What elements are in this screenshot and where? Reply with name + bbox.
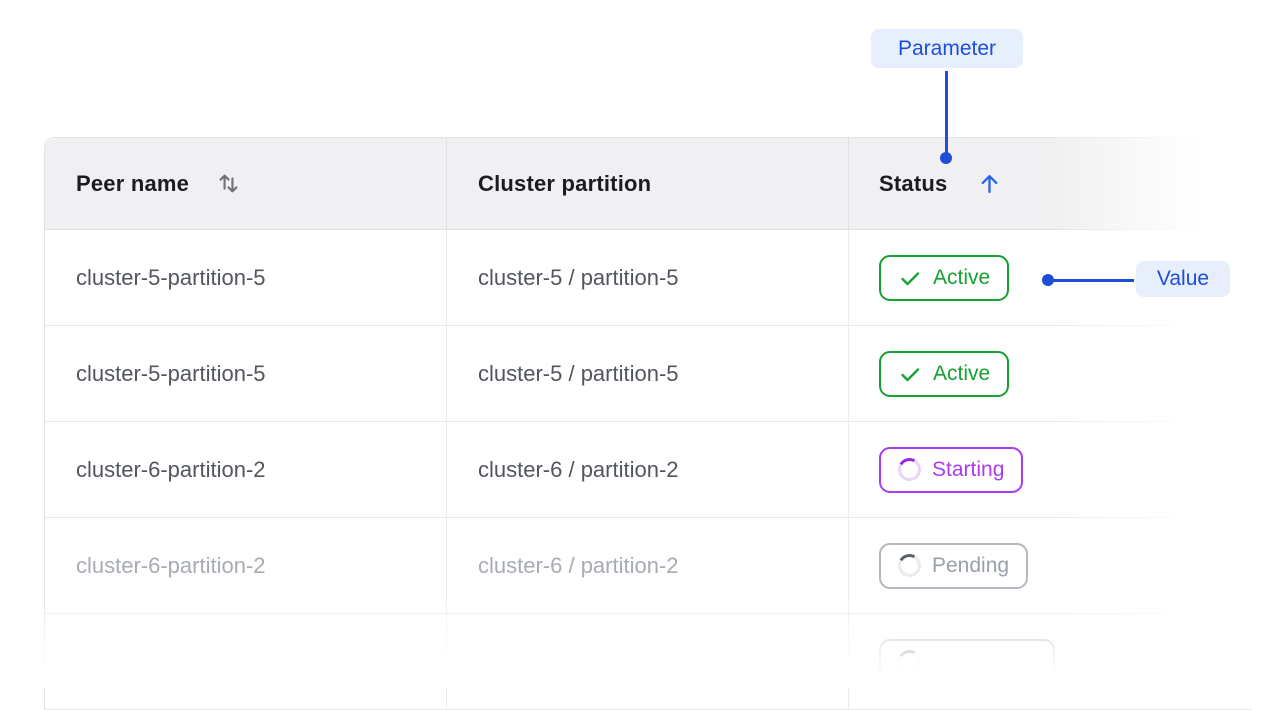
cell-peer-name: cluster-6-partition-2 (45, 422, 447, 518)
table-row (45, 614, 1252, 710)
cell-cluster-partition: cluster-5 / partition-5 (447, 326, 849, 422)
column-header-cluster-partition[interactable]: Cluster partition (447, 138, 849, 230)
arrow-up-icon (977, 171, 1002, 196)
parameter-callout-pill: Parameter (871, 29, 1023, 68)
value-callout-pill: Value (1136, 261, 1230, 297)
cell-cluster-partition: cluster-6 / partition-2 (447, 422, 849, 518)
status-badge-label: Starting (932, 458, 1005, 481)
check-icon (898, 362, 922, 386)
status-badge-pending (879, 638, 1055, 685)
value-connector-line (1048, 279, 1134, 282)
spinner-icon (895, 455, 924, 484)
parameter-connector-line (945, 71, 948, 153)
table-header-row: Peer name Cluster partition Status (45, 138, 1252, 230)
cell-status: Starting (849, 422, 1252, 518)
table-row: cluster-5-partition-5 cluster-5 / partit… (45, 230, 1252, 326)
column-header-peer-name-label: Peer name (76, 170, 190, 196)
parameter-callout-label: Parameter (897, 36, 997, 60)
column-header-status[interactable]: Status (849, 138, 1252, 230)
table-row: cluster-5-partition-5 cluster-5 / partit… (45, 326, 1252, 422)
value-connector-dot (1042, 274, 1054, 286)
column-header-peer-name[interactable]: Peer name (45, 138, 447, 230)
cell-peer-name (45, 614, 447, 710)
status-badge-label: Active (933, 266, 991, 289)
cell-cluster-partition: cluster-6 / partition-2 (447, 518, 849, 614)
status-badge-active: Active (879, 350, 1010, 397)
column-header-cluster-partition-label: Cluster partition (478, 170, 652, 196)
cell-cluster-partition (447, 614, 849, 710)
status-badge-active: Active (879, 254, 1010, 301)
table-row: cluster-6-partition-2 cluster-6 / partit… (45, 518, 1252, 614)
cell-peer-name: cluster-5-partition-5 (45, 326, 447, 422)
check-icon (898, 266, 922, 290)
status-badge-pending: Pending (879, 542, 1029, 589)
cell-peer-name: cluster-5-partition-5 (45, 230, 447, 326)
spinner-icon (895, 551, 924, 580)
status-badge-starting: Starting (879, 446, 1024, 493)
cell-peer-name: cluster-6-partition-2 (45, 518, 447, 614)
cell-status (849, 614, 1252, 710)
status-badge-label: Active (933, 362, 991, 385)
cell-status: Active (849, 326, 1252, 422)
value-callout-label: Value (1156, 267, 1210, 290)
status-badge-label: Pending (932, 554, 1010, 577)
parameter-connector-dot (940, 152, 952, 164)
table-row: cluster-6-partition-2 cluster-6 / partit… (45, 422, 1252, 518)
cell-status: Pending (849, 518, 1252, 614)
sort-arrows-icon (215, 170, 242, 197)
column-header-status-label: Status (879, 170, 948, 196)
spinner-icon (895, 647, 924, 676)
peers-table: Peer name Cluster partition Status clust… (44, 137, 1252, 710)
cell-cluster-partition: cluster-5 / partition-5 (447, 230, 849, 326)
